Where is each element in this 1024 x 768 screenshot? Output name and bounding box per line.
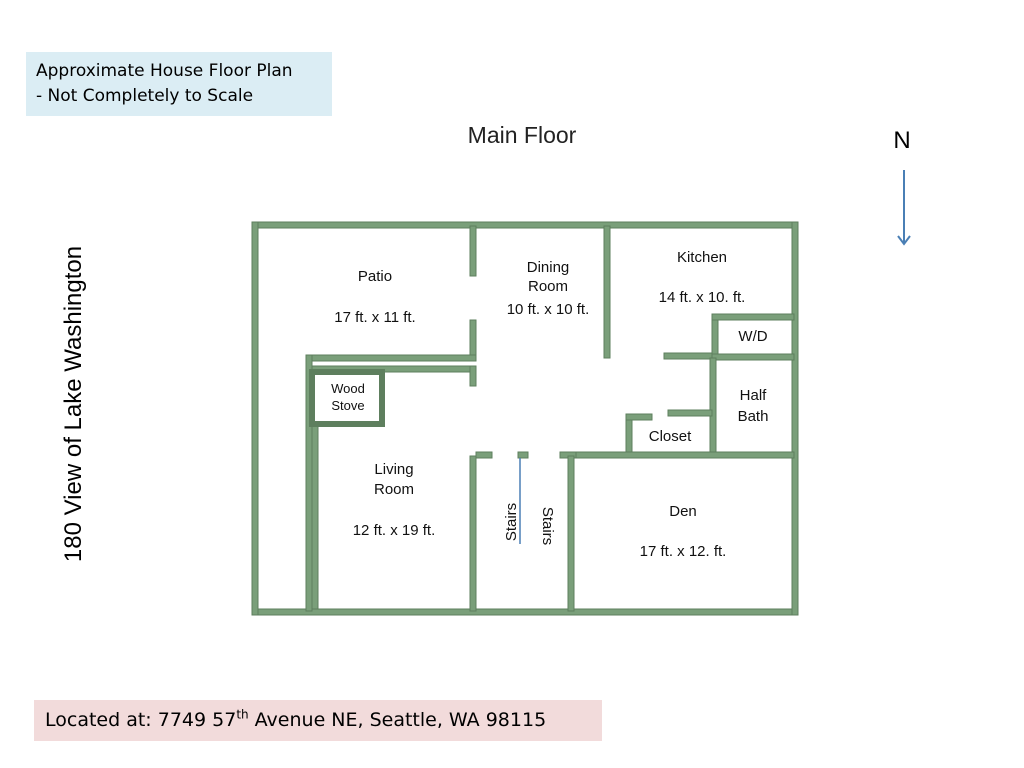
disclaimer-note: Approximate House Floor Plan - Not Compl… xyxy=(26,52,332,116)
stairs-right-label: Stairs xyxy=(539,507,556,545)
half-bath-label-line-1: Half xyxy=(740,387,768,404)
living-label-line-1: Living xyxy=(374,461,413,478)
patio-label: Patio xyxy=(358,268,392,285)
disclaimer-line-2: - Not Completely to Scale xyxy=(36,86,254,106)
wood-stove-label-line-1: Wood xyxy=(331,381,365,396)
address-prefix: Located at: 7749 57 xyxy=(45,709,237,731)
walls xyxy=(251,221,799,616)
dining-label-line-1: Dining xyxy=(527,259,570,276)
stairs-left-label: Stairs xyxy=(503,503,520,541)
kitchen-size: 14 ft. x 10. ft. xyxy=(659,289,746,306)
arrow-down-icon xyxy=(897,170,911,246)
half-bath-label-line-2: Bath xyxy=(738,408,769,425)
address-ordinal: th xyxy=(236,707,249,722)
kitchen-label: Kitchen xyxy=(677,249,727,266)
wd-label: W/D xyxy=(738,328,767,345)
floor-title: Main Floor xyxy=(467,122,577,148)
disclaimer-line-1: Approximate House Floor Plan xyxy=(36,61,293,81)
dining-size: 10 ft. x 10 ft. xyxy=(507,301,590,318)
address-suffix: Avenue NE, Seattle, WA 98115 xyxy=(248,709,547,731)
closet-label: Closet xyxy=(649,428,692,445)
dining-label-line-2: Room xyxy=(528,278,568,295)
wood-stove-label-line-2: Stove xyxy=(331,398,364,413)
den-label: Den xyxy=(669,503,697,520)
living-size: 12 ft. x 19 ft. xyxy=(353,522,436,539)
patio-size: 17 ft. x 11 ft. xyxy=(334,309,415,326)
den-size: 17 ft. x 12. ft. xyxy=(640,543,727,560)
address-box: Located at: 7749 57th Avenue NE, Seattle… xyxy=(34,700,602,741)
living-label-line-2: Room xyxy=(374,481,414,498)
north-label: N xyxy=(893,127,911,154)
